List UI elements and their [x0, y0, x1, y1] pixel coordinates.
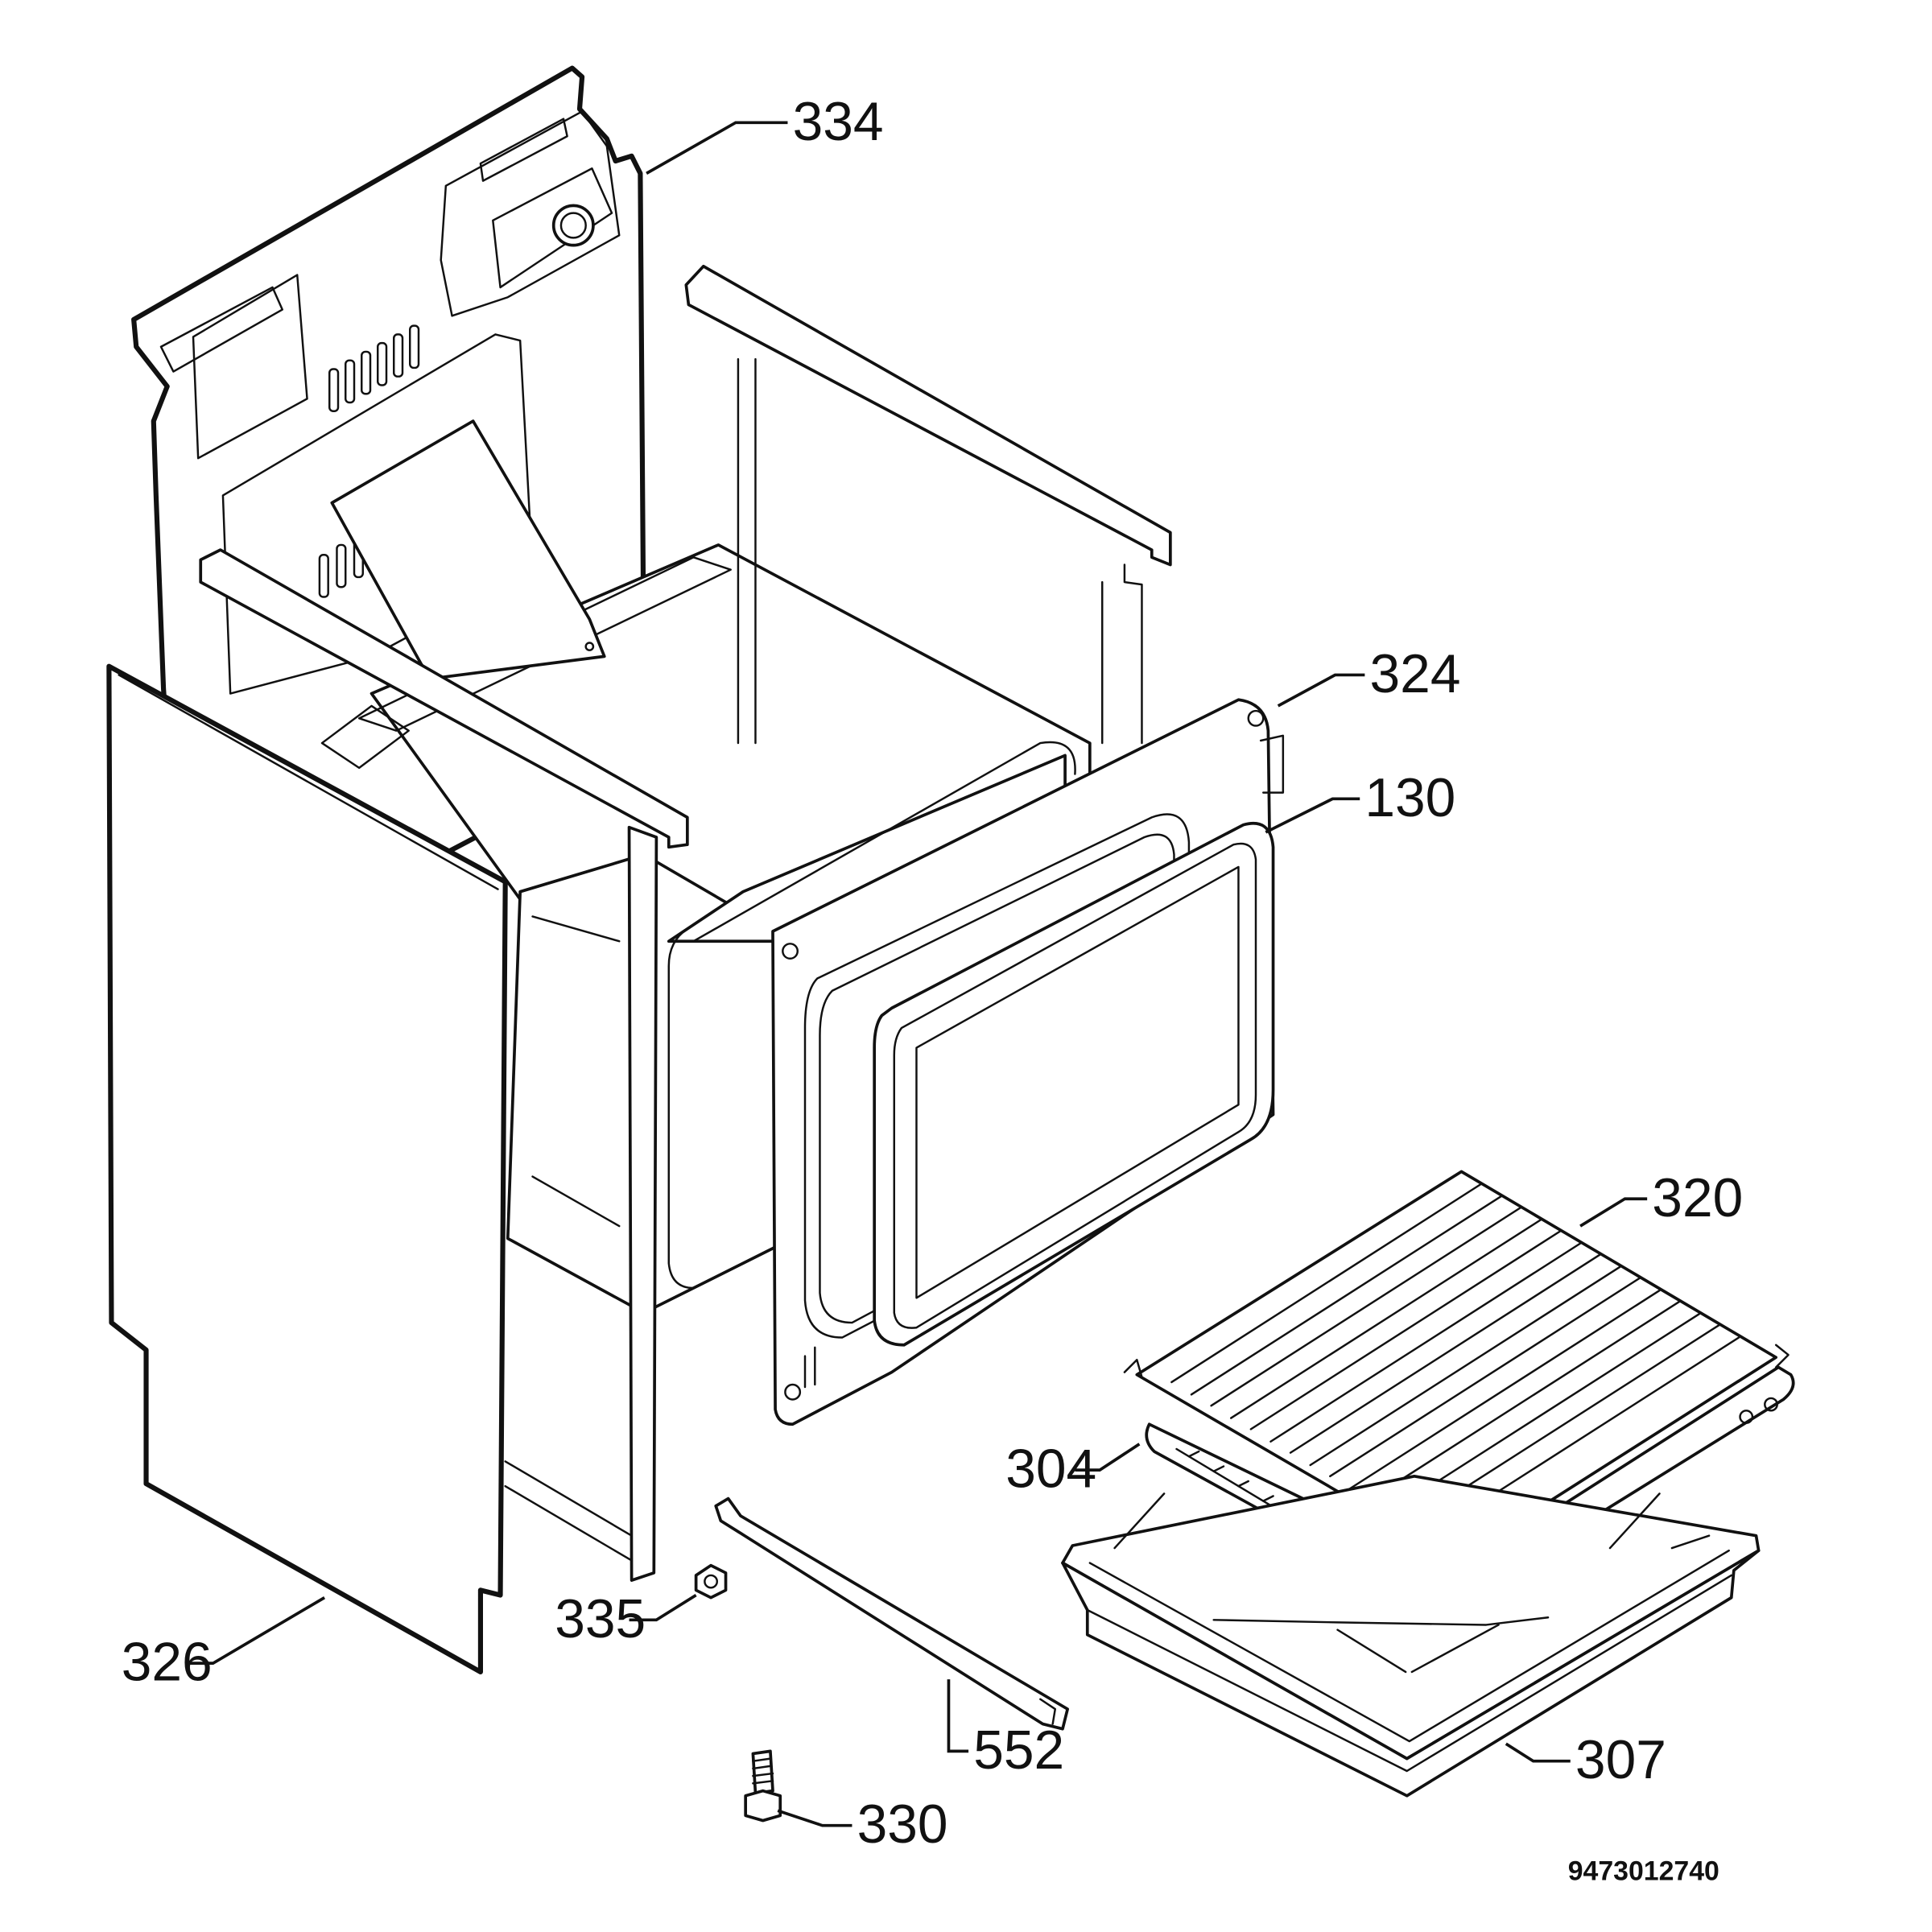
callout-335: 335: [555, 1589, 646, 1649]
callout-130: 130: [1364, 768, 1455, 828]
door-seal-part: [873, 822, 1275, 1347]
wire-shelf-part: [1123, 1170, 1790, 1563]
callout-307: 307: [1575, 1730, 1666, 1790]
top-rail-rear: [684, 264, 1172, 745]
nut-part: [694, 1563, 728, 1600]
callout-320: 320: [1652, 1168, 1743, 1228]
baking-tray-part: [1061, 1475, 1761, 1798]
callout-labels: 334 324 130 320 304 307 326 335 552 330 …: [122, 92, 1743, 1887]
callout-334: 334: [793, 92, 884, 152]
document-number: 9473012740: [1568, 1856, 1719, 1886]
callout-330: 330: [857, 1794, 948, 1855]
callout-324: 324: [1370, 644, 1461, 704]
shelf-runner-part: [714, 1496, 1069, 1731]
callout-304: 304: [1005, 1439, 1096, 1500]
top-rail-front: [199, 548, 689, 1582]
screw-part: [744, 1749, 782, 1823]
shelf-wires: [1170, 1183, 1740, 1537]
leader-lines: [188, 121, 1648, 1827]
callout-552: 552: [973, 1720, 1064, 1781]
callout-326: 326: [122, 1633, 213, 1693]
side-panel-left-part: [106, 663, 508, 1674]
